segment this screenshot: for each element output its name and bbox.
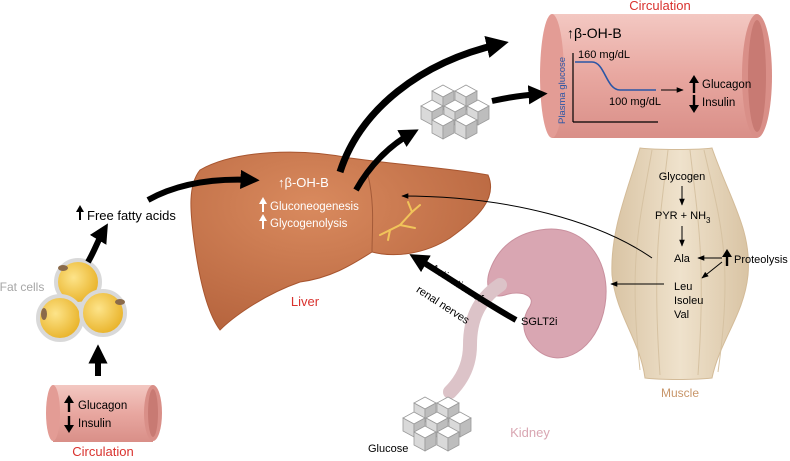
ffa-up-arrow	[76, 205, 84, 220]
circulation-top-bohb: ↑β-OH-B	[567, 25, 622, 41]
circulation-bottom-glucagon: Glucagon	[78, 400, 127, 412]
glucose-label: Glucose	[368, 443, 408, 455]
glucose-cubes-bottom	[402, 396, 472, 452]
muscle-pyr: PYR + NH3	[655, 210, 711, 225]
muscle-val: Val	[674, 309, 689, 321]
flow-arrows	[85, 36, 548, 376]
ala-to-liver-arrow	[401, 193, 653, 259]
muscle-glycogen: Glycogen	[659, 171, 705, 183]
fat-cells-label: Fat cells	[0, 280, 44, 294]
muscle-proteolysis: Proteolysis	[734, 254, 788, 266]
bile-duct-icon	[379, 201, 421, 241]
glucose-cubes-top	[420, 84, 490, 140]
liver-glycogenolysis: Glycogenolysis	[270, 218, 348, 230]
fat-to-ffa-arrow	[85, 223, 108, 264]
circulation-bottom-insulin: Insulin	[78, 418, 111, 430]
glycogenolysis-up-arrow	[259, 214, 267, 229]
circulation-bottom-title: Circulation	[72, 444, 133, 459]
liver-bohb: ↑β-OH-B	[278, 175, 329, 190]
glucose-high-value: 160 mg/dL	[578, 49, 630, 61]
liver-to-glucose-arrow	[353, 129, 419, 192]
proteolysis-to-bcaa-arrow	[701, 261, 723, 279]
ffa-to-liver-arrow	[146, 169, 260, 203]
liver-gluconeogenesis: Gluconeogenesis	[270, 201, 359, 213]
glucagon-up-arrow-top	[689, 75, 699, 93]
plasma-glucose-axis-label: Plasma glucose	[557, 57, 568, 124]
circulation-vessel-top	[540, 14, 772, 138]
circulation-vessel-bottom	[46, 385, 162, 442]
muscle-isoleu: Isoleu	[674, 295, 703, 307]
insulin-down-arrow-bottom	[64, 416, 74, 433]
insulin-down-arrow-top	[689, 95, 699, 113]
sglt2i-label: SGLT2i	[521, 316, 557, 328]
plasma-glucose-plot	[572, 53, 658, 123]
kidney-shape	[443, 228, 607, 399]
liver-to-circulation-arrow	[336, 36, 509, 174]
glucose-low-value: 100 mg/dL	[609, 96, 661, 108]
kidney-label: Kidney	[510, 425, 550, 440]
muscle-ala: Ala	[674, 253, 691, 265]
circulation-top-title: Circulation	[629, 0, 690, 13]
glucose-curve	[575, 61, 656, 91]
free-fatty-acids-label: Free fatty acids	[87, 208, 176, 223]
glucose-to-circulation-arrow	[491, 85, 548, 105]
gluconeogenesis-up-arrow	[259, 197, 267, 212]
kidney-to-liver-arrow	[409, 254, 518, 323]
muscle-label: Muscle	[661, 386, 699, 400]
liver-label: Liver	[291, 294, 320, 309]
glucagon-up-arrow-bottom	[64, 395, 74, 412]
proteolysis-up-arrow	[722, 249, 732, 266]
fat-cells-cluster	[36, 258, 127, 342]
circulation-top-glucagon: Glucagon	[702, 79, 751, 91]
muscle-shape	[611, 147, 749, 380]
muscle-leu: Leu	[674, 281, 692, 293]
circulation-top-insulin: Insulin	[702, 97, 735, 109]
